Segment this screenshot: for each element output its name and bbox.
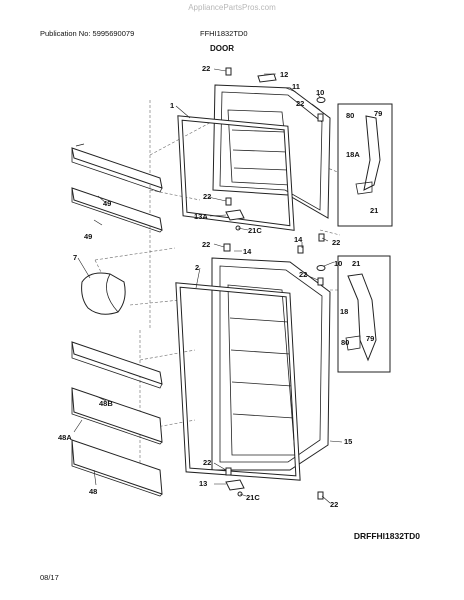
callout-22: 22: [299, 270, 307, 279]
callout-1: 1: [170, 101, 174, 110]
callout-13A: 13A: [194, 212, 208, 221]
part-22-hinge-screw-lower: [225, 467, 232, 476]
part-22-screw-bottom: [317, 491, 324, 500]
callout-22: 22: [332, 238, 340, 247]
callout-22: 22: [203, 192, 211, 201]
callout-10: 10: [334, 259, 342, 268]
door-shelf-48A: [71, 387, 163, 445]
callout-18A: 18A: [346, 150, 360, 159]
callout-49: 49: [103, 199, 111, 208]
callout-14: 14: [294, 235, 303, 244]
callout-48: 48: [89, 487, 97, 496]
door-shelf-49-upper: [71, 143, 163, 193]
callout-18: 18: [340, 307, 348, 316]
part-22-screw-right-lower: [318, 233, 325, 242]
callout-2: 2: [195, 263, 199, 272]
callout-14: 14: [243, 247, 252, 256]
callout-48A: 48A: [58, 433, 72, 442]
callout-21C: 21C: [248, 226, 262, 235]
part-12-bracket: [257, 73, 277, 83]
leader-lines: [73, 68, 343, 504]
door-shelf-49-lower: [71, 187, 163, 233]
callout-labels: 22 12 11 10 22 1 80 79 18A 21 49 49 22 1…: [58, 64, 382, 509]
footer-date: 08/17: [40, 573, 59, 582]
callout-22: 22: [202, 64, 210, 73]
door-shelf-48: [71, 439, 163, 497]
callout-21: 21: [370, 206, 378, 215]
callout-48B: 48B: [99, 399, 113, 408]
part-13A-hinge: [225, 209, 245, 221]
callout-22: 22: [203, 458, 211, 467]
callout-79: 79: [374, 109, 382, 118]
freezer-door-gasket: [177, 115, 295, 231]
fresh-food-door-outer-panel: [211, 257, 331, 471]
callout-49: 49: [84, 232, 92, 241]
publication-number: Publication No: 5995690079: [40, 29, 135, 38]
freezer-door-outer-panel: [212, 84, 331, 219]
part-22-screw-right: [317, 113, 324, 122]
callout-11: 11: [292, 82, 300, 91]
part-22-hinge-screw-upper: [225, 197, 232, 206]
part-22-screw-top: [225, 67, 232, 76]
callout-7: 7: [73, 253, 77, 262]
diagram-code: DRFFHI1832TD0: [353, 531, 420, 541]
callout-79: 79: [366, 334, 374, 343]
callout-80: 80: [346, 111, 354, 120]
part-13-hinge: [225, 479, 245, 491]
callout-15: 15: [344, 437, 352, 446]
part-10-cap-upper: [316, 97, 326, 103]
callout-22: 22: [296, 99, 304, 108]
callout-21C: 21C: [246, 493, 260, 502]
callout-13: 13: [199, 479, 207, 488]
model-number: FFHI1832TD0: [200, 29, 248, 38]
section-title: DOOR: [210, 44, 234, 53]
part-22-screw-mid: [317, 277, 324, 286]
callout-12: 12: [280, 70, 288, 79]
handle-18A-inset: [337, 103, 393, 227]
callout-21: 21: [352, 259, 360, 268]
part-14-bracket-upper: [223, 243, 231, 252]
door-shelf-48B: [71, 341, 163, 389]
fresh-food-door-gasket: [175, 282, 301, 481]
part-14-bracket-right: [297, 245, 304, 254]
callout-10: 10: [316, 88, 324, 97]
callout-80: 80: [341, 338, 349, 347]
part-7-container: [81, 272, 126, 315]
handle-18-inset: [337, 255, 391, 373]
watermark: AppliancePartsPros.com: [188, 3, 276, 12]
callout-22: 22: [202, 240, 210, 249]
callout-22: 22: [330, 500, 338, 509]
part-10-cap-lower: [316, 265, 326, 271]
